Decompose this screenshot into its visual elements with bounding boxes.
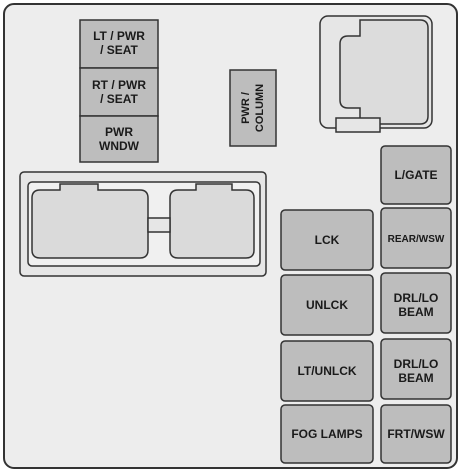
svg-text:LCK: LCK — [315, 233, 340, 247]
svg-text:/ SEAT: / SEAT — [100, 43, 138, 57]
fuse-lck — [280, 209, 374, 271]
fuse-rear-wsw-label: REAR/WSW — [388, 234, 445, 245]
fuse-lt-pwr-seat-label-1: LT / PWR — [93, 29, 145, 43]
relay-top-right — [319, 15, 433, 133]
svg-text:COLUMN: COLUMN — [254, 84, 266, 132]
fuse-frt-wsw — [380, 404, 452, 464]
fuse-drl-lo-beam-lower-label-2: BEAM — [398, 371, 433, 385]
fuse-l-gate — [380, 145, 452, 205]
fuse-pwr-column — [229, 69, 277, 147]
fuse-drl-lo-beam-upper — [380, 272, 452, 334]
fuse-drl-lo-beam-lower — [380, 338, 452, 400]
fuse-lt-pwr-seat-label-2: / SEAT — [100, 43, 138, 57]
svg-text:FRT/WSW: FRT/WSW — [387, 427, 445, 441]
svg-text:RT / PWR: RT / PWR — [92, 78, 146, 92]
fuse-unlck-label: UNLCK — [306, 298, 348, 312]
svg-text:L/GATE: L/GATE — [394, 168, 437, 182]
fuse-rt-pwr-seat — [79, 67, 159, 117]
fuse-l-gate-label: L/GATE — [394, 168, 437, 182]
svg-text:UNLCK: UNLCK — [306, 298, 348, 312]
svg-text:WNDW: WNDW — [99, 139, 140, 153]
svg-text:LT/UNLCK: LT/UNLCK — [297, 364, 356, 378]
fuse-lt-unlck — [280, 340, 374, 402]
fuse-rear-wsw — [380, 207, 452, 269]
fuse-pwr-wndw-label-2: WNDW — [99, 139, 140, 153]
svg-text:REAR/WSW: REAR/WSW — [388, 234, 445, 245]
fuse-pwr-wndw — [79, 115, 159, 163]
fuse-fog-lamps-label: FOG LAMPS — [291, 427, 362, 441]
fuse-drl-lo-beam-lower-label-1: DRL/LO — [394, 357, 439, 371]
fuse-lck-label: LCK — [315, 233, 340, 247]
svg-text:DRL/LO: DRL/LO — [394, 291, 439, 305]
fuse-pwr-wndw-label-1: PWR — [105, 125, 133, 139]
svg-text:PWR: PWR — [105, 125, 133, 139]
svg-text:BEAM: BEAM — [398, 371, 433, 385]
fuse-rt-pwr-seat-label-1: RT / PWR — [92, 78, 146, 92]
fuse-fog-lamps — [280, 404, 374, 464]
svg-text:LT / PWR: LT / PWR — [93, 29, 145, 43]
fuse-frt-wsw-label: FRT/WSW — [387, 427, 445, 441]
fuse-lt-unlck-label: LT/UNLCK — [297, 364, 356, 378]
fuse-pwr-column-label-2: COLUMN — [254, 84, 266, 132]
svg-text:FOG LAMPS: FOG LAMPS — [291, 427, 362, 441]
svg-text:BEAM: BEAM — [398, 305, 433, 319]
svg-text:PWR /: PWR / — [240, 92, 252, 124]
fuse-drl-lo-beam-upper-label-1: DRL/LO — [394, 291, 439, 305]
fuse-unlck — [280, 274, 374, 336]
svg-text:DRL/LO: DRL/LO — [394, 357, 439, 371]
fuse-pwr-column-label-1: PWR / — [240, 92, 252, 124]
fuse-drl-lo-beam-upper-label-2: BEAM — [398, 305, 433, 319]
fuse-lt-pwr-seat — [79, 19, 159, 69]
relay-left-wide — [19, 171, 267, 277]
fuse-rt-pwr-seat-label-2: / SEAT — [100, 92, 138, 106]
svg-text:/ SEAT: / SEAT — [100, 92, 138, 106]
